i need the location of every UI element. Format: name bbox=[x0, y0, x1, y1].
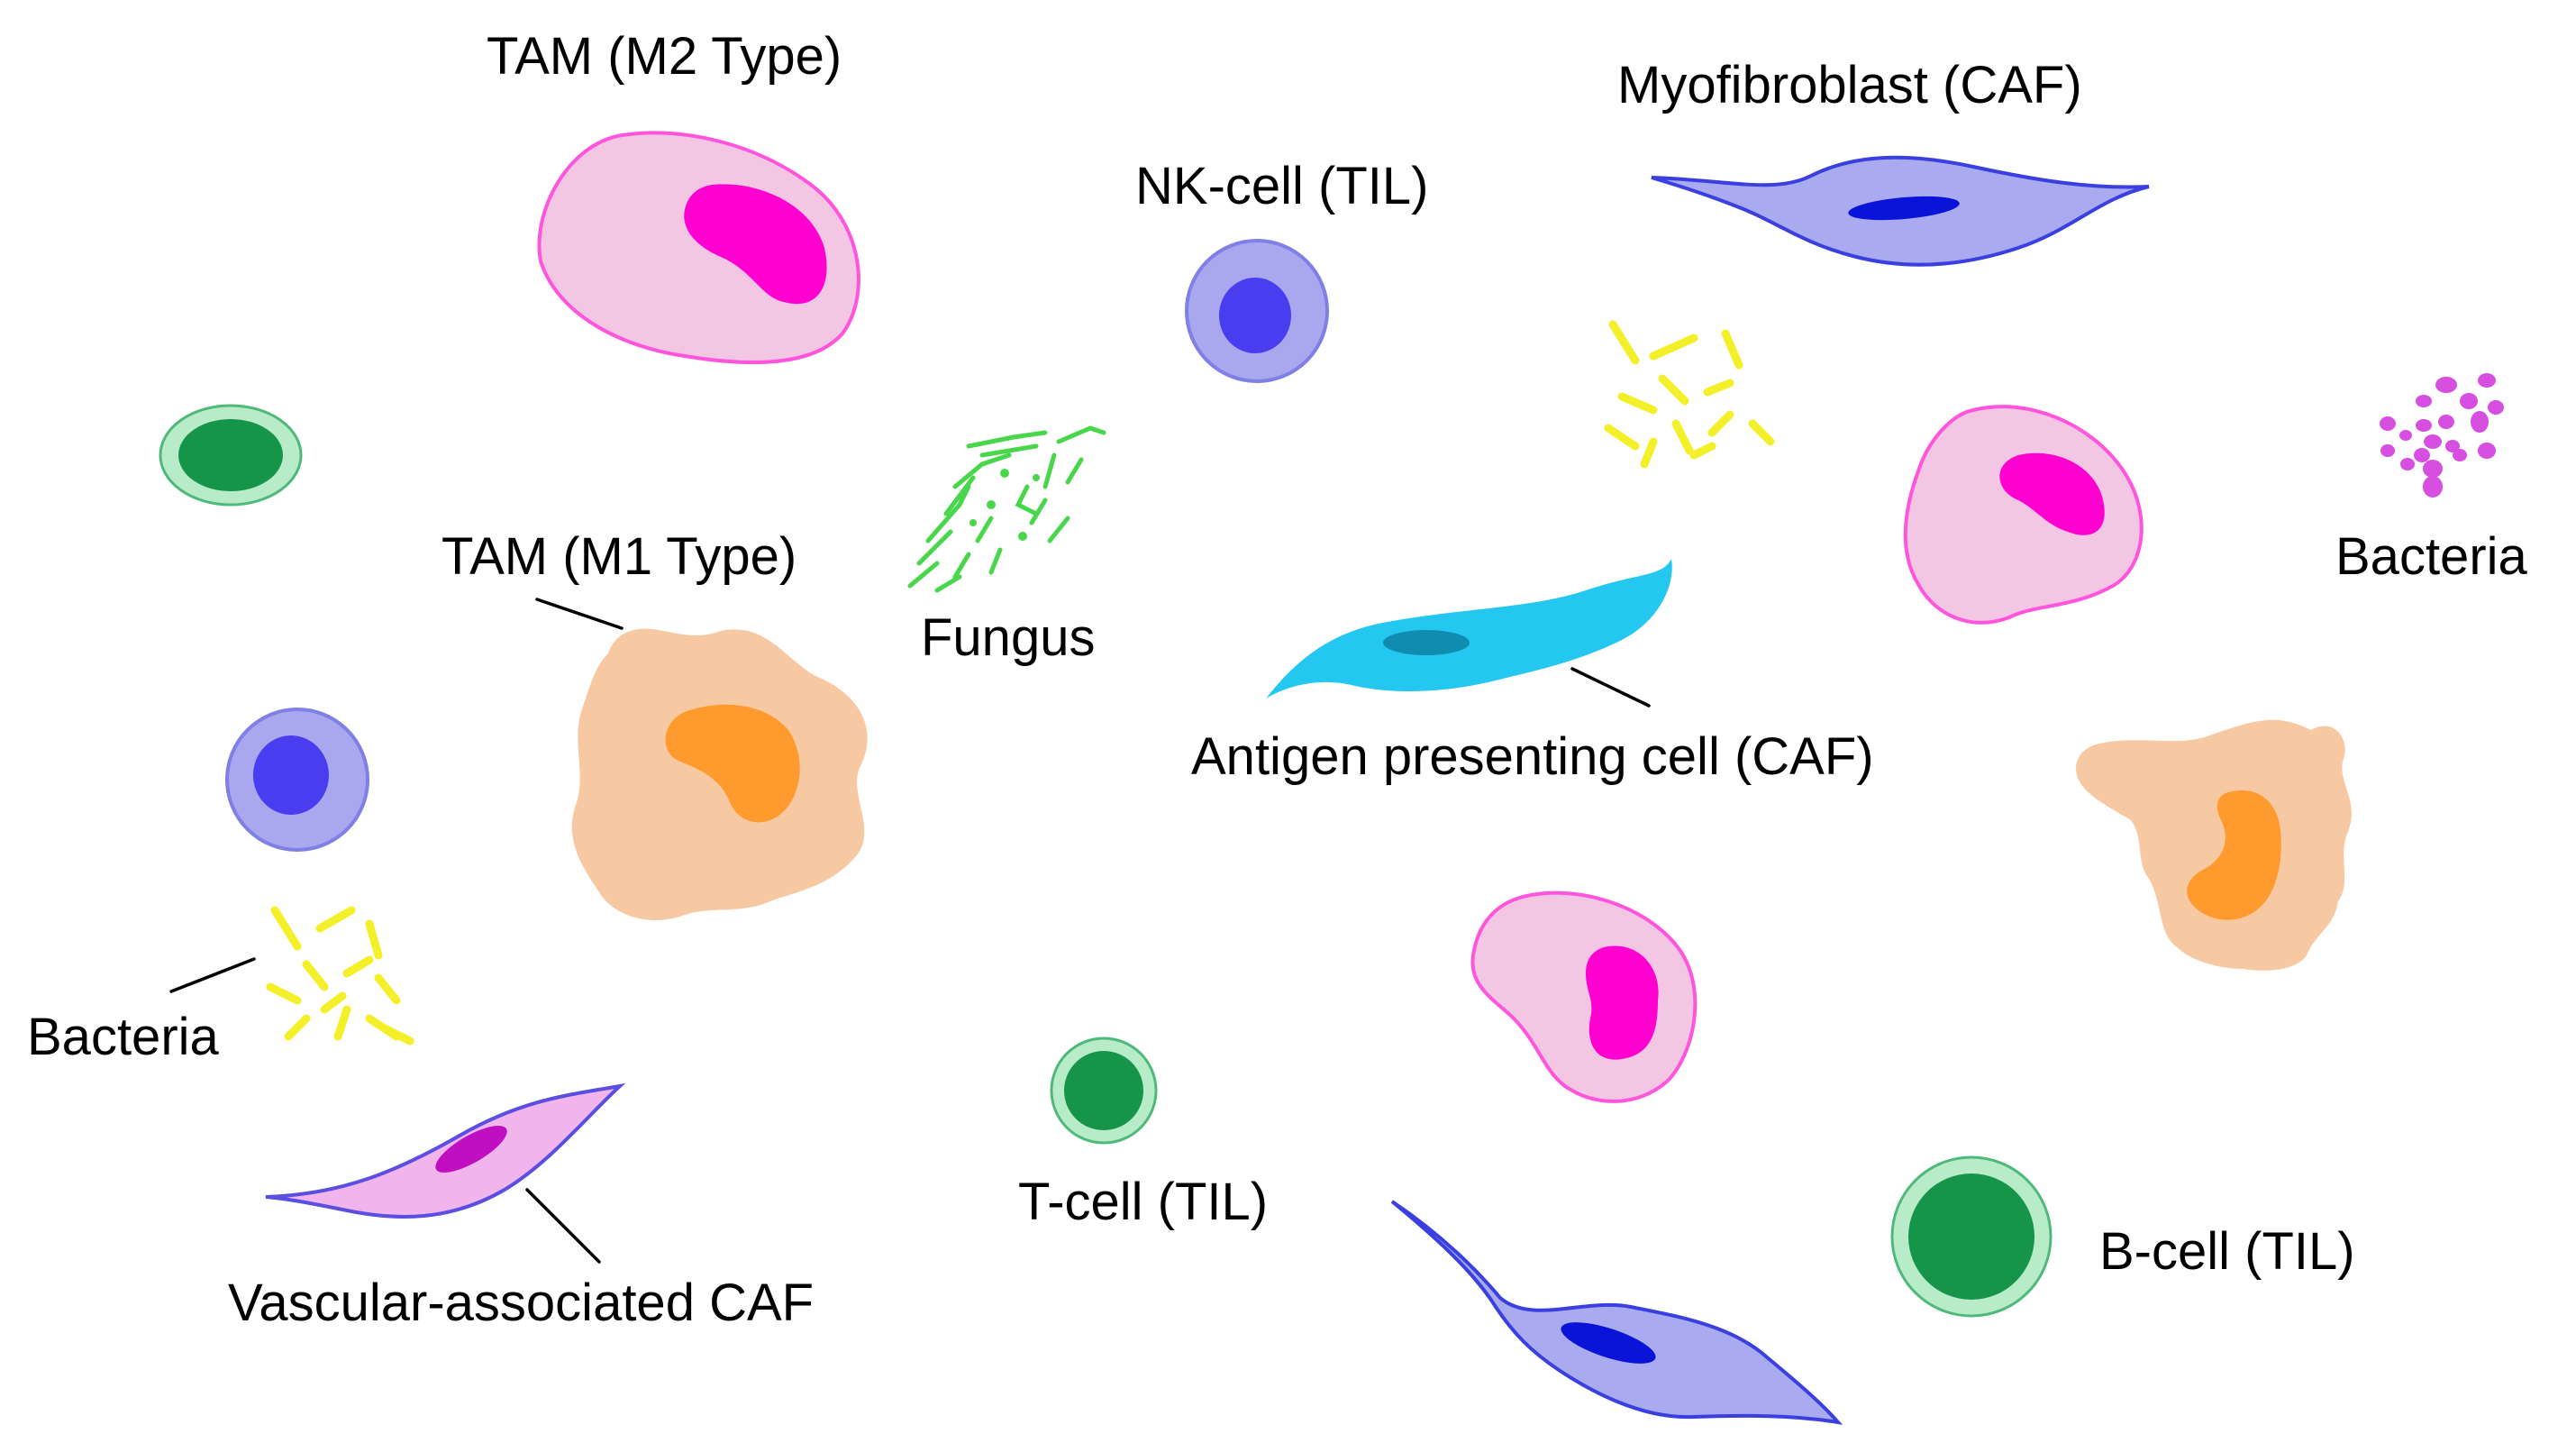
t-cell bbox=[1050, 1036, 1158, 1145]
apc-nucleus bbox=[1383, 630, 1470, 655]
fungus-cluster bbox=[907, 425, 1106, 593]
label-t-cell: T-cell (TIL) bbox=[1018, 1173, 1268, 1231]
nk-cell-top bbox=[1185, 239, 1329, 383]
vascular-caf-cell bbox=[265, 1082, 626, 1219]
leader-antigen-presenting bbox=[1570, 667, 1651, 708]
label-myofibroblast: Myofibroblast (CAF) bbox=[1617, 56, 2082, 114]
nk-cell-left bbox=[225, 708, 369, 852]
label-nk-cell: NK-cell (TIL) bbox=[1135, 157, 1428, 215]
tam-m2-cell-top bbox=[537, 131, 860, 364]
label-fungus: Fungus bbox=[921, 608, 1095, 667]
tam-m2-nucleus bbox=[1586, 945, 1659, 1060]
label-vascular-caf: Vascular-associated CAF bbox=[228, 1274, 814, 1332]
label-tam-m2: TAM (M2 Type) bbox=[487, 27, 842, 86]
vascular-caf-nucleus bbox=[435, 1126, 507, 1173]
bacteria-cluster-left bbox=[266, 906, 414, 1046]
label-tam-m1: TAM (M1 Type) bbox=[441, 527, 796, 586]
myofibroblast-cell-bottom bbox=[1390, 1200, 1843, 1425]
tam-m1-cell-right bbox=[2076, 719, 2352, 971]
leader-bacteria-left bbox=[169, 957, 256, 993]
green-cell-core bbox=[178, 419, 283, 491]
b-cell bbox=[1890, 1155, 2053, 1318]
myofibroblast-body bbox=[1390, 1200, 1843, 1425]
myofibroblast-cell-top bbox=[1651, 155, 2150, 267]
b-cell-core bbox=[1908, 1173, 2034, 1300]
t-cell-core bbox=[1064, 1051, 1143, 1130]
tam-m1-cell-body bbox=[2076, 719, 2352, 971]
tam-m1-nucleus bbox=[665, 704, 800, 823]
myofibroblast-nucleus bbox=[1848, 196, 1960, 221]
tam-m2-nucleus bbox=[684, 184, 827, 305]
green-cell-left bbox=[159, 404, 303, 507]
tam-m2-cell-bottom bbox=[1470, 890, 1698, 1103]
myofibroblast-nucleus bbox=[1561, 1322, 1656, 1364]
tam-m1-nucleus bbox=[2187, 790, 2281, 920]
leader-vascular-caf bbox=[525, 1188, 601, 1264]
vascular-caf-body bbox=[265, 1082, 626, 1219]
tam-m1-cell-left bbox=[571, 628, 868, 920]
tam-m2-nucleus bbox=[1999, 452, 2105, 535]
label-bacteria-left: Bacteria bbox=[27, 1008, 220, 1066]
tam-m2-cell-body bbox=[1470, 890, 1698, 1103]
tam-m2-cell-right bbox=[1903, 405, 2144, 625]
label-bacteria-right: Bacteria bbox=[2335, 527, 2528, 586]
label-b-cell: B-cell (TIL) bbox=[2099, 1222, 2355, 1281]
apc-body bbox=[1266, 559, 1672, 699]
tam-m2-cell-body bbox=[1903, 405, 2144, 625]
label-antigen-presenting: Antigen presenting cell (CAF) bbox=[1191, 727, 1874, 786]
nk-cell-nucleus bbox=[1219, 278, 1291, 353]
fungus-dots bbox=[969, 469, 1040, 541]
nk-cell-nucleus bbox=[253, 735, 329, 815]
bacteria-cluster-right bbox=[2380, 373, 2504, 498]
bacteria-cluster-center bbox=[1604, 320, 1775, 469]
antigen-presenting-cell bbox=[1266, 559, 1672, 699]
tam-m2-cell-body bbox=[537, 131, 860, 364]
leader-tam-m1 bbox=[535, 598, 624, 630]
